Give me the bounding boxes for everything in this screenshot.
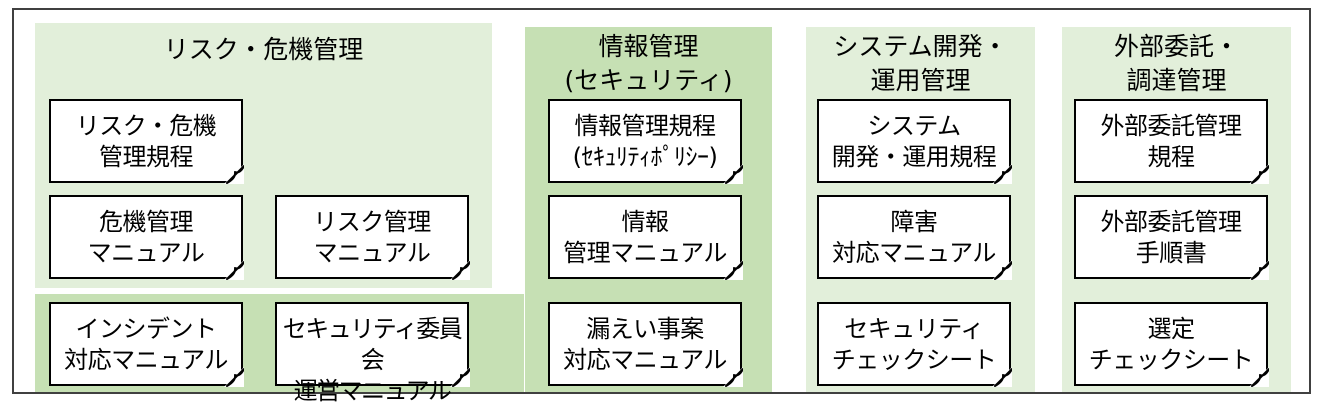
doc-label: 選定 チェックシート bbox=[1088, 315, 1254, 374]
doc-crisis-manual: 危機管理 マニュアル bbox=[49, 195, 244, 280]
doc-label: 漏えい事案 対応マニュアル bbox=[563, 315, 727, 374]
folded-corner-icon bbox=[992, 260, 1012, 280]
doc-label: リスク管理 マニュアル bbox=[313, 208, 431, 267]
folded-corner-icon bbox=[224, 260, 244, 280]
outsourcing-group-title: 外部委託・ 調達管理 bbox=[1113, 32, 1239, 95]
doc-selection-checksheet: 選定 チェックシート bbox=[1074, 302, 1269, 387]
doc-system-policy: システム 開発・運用規程 bbox=[817, 99, 1012, 184]
doc-leak-manual: 漏えい事案 対応マニュアル bbox=[548, 302, 743, 387]
diagram-frame bbox=[12, 8, 1311, 394]
doc-risk-policy: リスク・危機 管理規程 bbox=[49, 99, 244, 184]
folded-corner-icon bbox=[450, 260, 470, 280]
folded-corner-icon bbox=[723, 260, 743, 280]
system-group-title: システム開発・ 運用管理 bbox=[833, 32, 1008, 95]
folded-corner-icon bbox=[1249, 164, 1269, 184]
doc-outsourcing-policy: 外部委託管理 規程 bbox=[1074, 99, 1269, 184]
folded-corner-icon bbox=[224, 164, 244, 184]
folded-corner-icon bbox=[1249, 260, 1269, 280]
folded-corner-icon bbox=[723, 164, 743, 184]
folded-corner-icon bbox=[1249, 367, 1269, 387]
doc-incident-manual: インシデント 対応マニュアル bbox=[49, 302, 244, 387]
doc-info-manual: 情報 管理マニュアル bbox=[548, 195, 743, 280]
doc-outsourcing-procedure: 外部委託管理 手順書 bbox=[1074, 195, 1269, 280]
doc-security-policy: 情報管理規程 (ｾｷｭﾘﾃｨﾎﾟﾘｼｰ) bbox=[548, 99, 743, 184]
doc-label: インシデント 対応マニュアル bbox=[64, 315, 228, 374]
doc-risk-manual: リスク管理 マニュアル bbox=[275, 195, 470, 280]
doc-label: 危機管理 マニュアル bbox=[87, 208, 205, 267]
doc-label: システム 開発・運用規程 bbox=[831, 112, 997, 171]
folded-corner-icon bbox=[992, 367, 1012, 387]
folded-corner-icon bbox=[992, 164, 1012, 184]
folded-corner-icon bbox=[450, 367, 470, 387]
doc-label: セキュリティ委員会 運営マニュアル bbox=[282, 315, 463, 405]
doc-label: 外部委託管理 規程 bbox=[1100, 112, 1243, 171]
security-group-title: 情報管理 (セキュリティ) bbox=[564, 32, 733, 95]
doc-label: 情報管理規程 (ｾｷｭﾘﾃｨﾎﾟﾘｼｰ) bbox=[572, 112, 718, 171]
doc-label: 障害 対応マニュアル bbox=[832, 208, 996, 267]
doc-label: 情報 管理マニュアル bbox=[563, 208, 727, 267]
doc-failure-manual: 障害 対応マニュアル bbox=[817, 195, 1012, 280]
doc-label: 外部委託管理 手順書 bbox=[1100, 208, 1243, 267]
doc-system-checksheet: セキュリティ チェックシート bbox=[817, 302, 1012, 387]
folded-corner-icon bbox=[224, 367, 244, 387]
risk-group-title: リスク・危機管理 bbox=[163, 35, 364, 64]
doc-label: リスク・危機 管理規程 bbox=[75, 112, 217, 171]
doc-committee-manual: セキュリティ委員会 運営マニュアル bbox=[275, 302, 470, 405]
doc-label: セキュリティ チェックシート bbox=[831, 315, 997, 374]
folded-corner-icon bbox=[723, 367, 743, 387]
